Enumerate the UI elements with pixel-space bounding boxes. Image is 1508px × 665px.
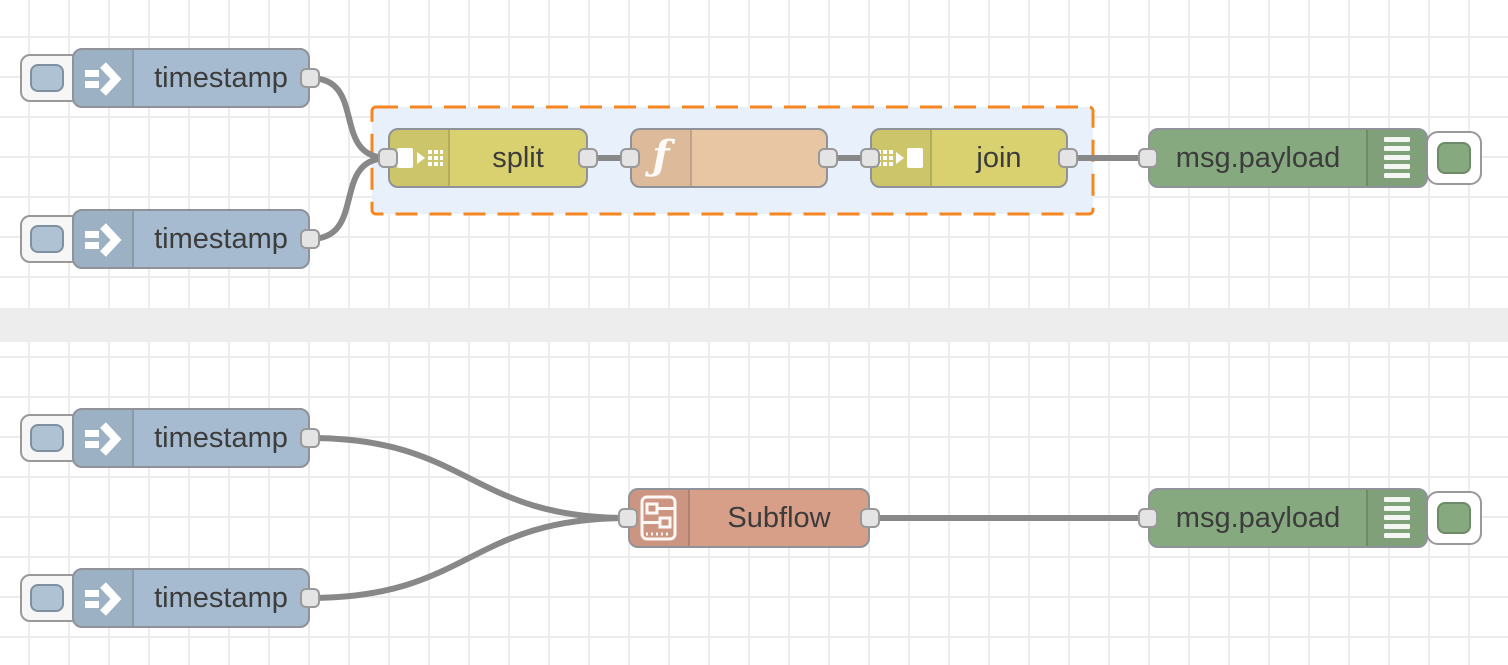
node-split[interactable]: split	[388, 128, 588, 188]
port-out[interactable]	[1058, 148, 1078, 168]
inject-button-face[interactable]	[30, 64, 64, 92]
node-inject-4[interactable]: timestamp	[72, 568, 310, 628]
node-label: timestamp	[154, 61, 288, 94]
wire-inject4-subflow[interactable]	[307, 515, 631, 601]
port-out[interactable]	[300, 68, 320, 88]
port-out[interactable]	[818, 148, 838, 168]
node-label: msg.payload	[1175, 141, 1341, 174]
inject-button-face[interactable]	[30, 424, 64, 452]
node-icon-shelf	[74, 50, 134, 106]
debug-toggle-button[interactable]	[1426, 131, 1482, 185]
debug-toggle-face[interactable]	[1437, 142, 1471, 174]
inject-arrow-icon	[85, 582, 122, 616]
node-icon-shelf	[630, 490, 690, 546]
node-debug-2[interactable]: msg.payload	[1148, 488, 1428, 548]
split-icon	[397, 148, 443, 168]
node-icon-shelf	[390, 130, 450, 186]
node-label: timestamp	[154, 421, 288, 454]
debug-toggle-button[interactable]	[1426, 491, 1482, 545]
node-label	[692, 130, 826, 186]
inject-arrow-icon	[85, 223, 122, 257]
inject-button[interactable]	[20, 414, 82, 462]
port-in[interactable]	[860, 148, 880, 168]
port-out[interactable]	[860, 508, 880, 528]
node-icon-shelf	[1366, 490, 1426, 546]
port-out[interactable]	[300, 229, 320, 249]
port-in[interactable]	[378, 148, 398, 168]
node-label: timestamp	[154, 581, 288, 614]
inject-arrow-icon	[85, 422, 122, 456]
debug-output-icon	[1384, 137, 1410, 178]
inject-button-face[interactable]	[30, 584, 64, 612]
node-icon-shelf	[74, 570, 134, 626]
debug-toggle-face[interactable]	[1437, 502, 1471, 534]
node-inject-2[interactable]: timestamp	[72, 209, 310, 269]
node-icon-shelf	[1366, 130, 1426, 186]
node-label: timestamp	[154, 222, 288, 255]
node-icon-shelf	[74, 410, 134, 466]
port-out[interactable]	[300, 428, 320, 448]
inject-button[interactable]	[20, 574, 82, 622]
subflow-icon	[640, 495, 677, 541]
inject-button[interactable]	[20, 215, 82, 263]
function-f-icon: ƒ	[652, 132, 670, 179]
debug-output-icon	[1384, 497, 1410, 538]
wire-inject2-split[interactable]	[307, 155, 391, 242]
inject-button-face[interactable]	[30, 225, 64, 253]
node-join[interactable]: join	[870, 128, 1068, 188]
port-in[interactable]	[620, 148, 640, 168]
node-label: split	[492, 141, 544, 174]
port-in[interactable]	[618, 508, 638, 528]
node-label: join	[976, 141, 1022, 174]
node-icon-shelf: ƒ	[632, 130, 692, 186]
node-inject-1[interactable]: timestamp	[72, 48, 310, 108]
port-out[interactable]	[300, 588, 320, 608]
section-divider	[0, 308, 1508, 342]
inject-arrow-icon	[85, 62, 122, 96]
node-function[interactable]: ƒ	[630, 128, 828, 188]
node-debug-1[interactable]: msg.payload	[1148, 128, 1428, 188]
wire-inject3-subflow[interactable]	[307, 435, 631, 521]
node-label: Subflow	[727, 501, 831, 534]
join-icon	[877, 148, 923, 168]
inject-button[interactable]	[20, 54, 82, 102]
port-in[interactable]	[1138, 508, 1158, 528]
node-inject-3[interactable]: timestamp	[72, 408, 310, 468]
wire-inject1-split[interactable]	[307, 75, 391, 161]
port-out[interactable]	[578, 148, 598, 168]
port-in[interactable]	[1138, 148, 1158, 168]
node-subflow[interactable]: Subflow	[628, 488, 870, 548]
node-label: msg.payload	[1175, 501, 1341, 534]
node-icon-shelf	[872, 130, 932, 186]
node-icon-shelf	[74, 211, 134, 267]
